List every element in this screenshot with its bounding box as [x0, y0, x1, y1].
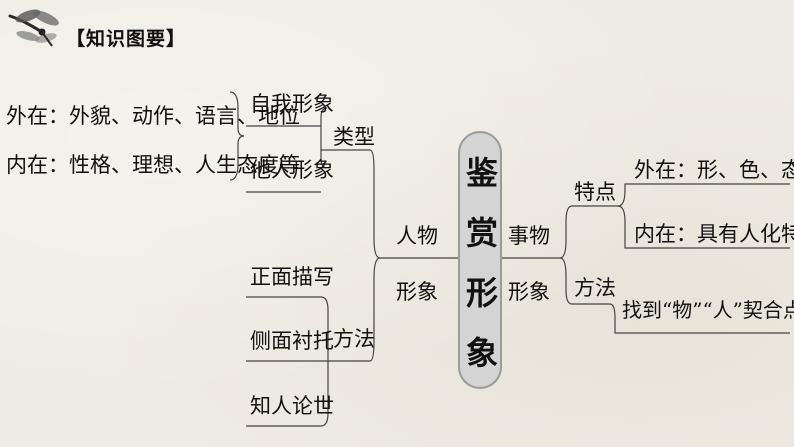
method-contrast: 侧面衬托 [250, 329, 334, 353]
feature-internal: 内在：具有人化特质 [634, 222, 794, 246]
type-other-image: 他人形象 [250, 158, 334, 182]
method-direct: 正面描写 [250, 265, 334, 289]
character-label-1: 人物 [396, 224, 438, 248]
appearance-detail: 外在：外貌、动作、语言、地位 [6, 104, 300, 128]
core-node: 鉴 赏 形 象 [458, 131, 502, 389]
features-label: 特点 [574, 180, 616, 204]
core-char: 象 [465, 334, 498, 372]
core-char: 鉴 [465, 154, 498, 192]
inner-detail: 内在：性格、理想、人生态度等 [6, 153, 300, 177]
types-label: 类型 [333, 125, 375, 149]
core-char: 形 [465, 274, 498, 312]
methods-label-right: 方法 [574, 276, 616, 300]
methods-label-left: 方法 [333, 327, 375, 351]
core-char: 赏 [465, 214, 498, 252]
feature-external: 外在：形、色、态 [634, 158, 794, 182]
dragonfly-icon [8, 9, 59, 47]
page-title: 【知识图要】 [66, 28, 187, 50]
method-context: 知人论世 [250, 394, 334, 418]
method-find-link: 找到“物”“人”契合点 [622, 298, 794, 322]
object-label-2: 形象 [508, 280, 550, 304]
type-self-image: 自我形象 [250, 92, 334, 116]
object-label-1: 事物 [508, 224, 550, 248]
character-label-2: 形象 [396, 280, 438, 304]
